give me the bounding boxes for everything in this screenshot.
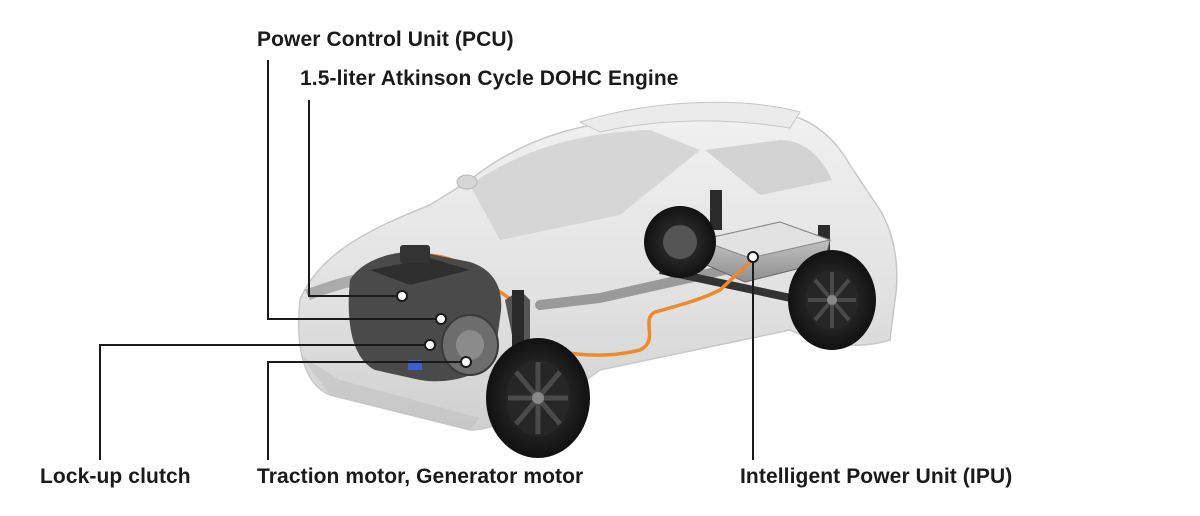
- label-engine: 1.5-liter Atkinson Cycle DOHC Engine: [300, 67, 679, 90]
- ipu-battery: [698, 221, 832, 283]
- callout-dot-motors: [460, 356, 472, 368]
- rear-wheel-right: [788, 250, 876, 350]
- leader-line-lockup: [99, 344, 430, 460]
- label-lockup-clutch: Lock-up clutch: [40, 465, 191, 488]
- leader-line-motors: [267, 361, 466, 460]
- label-pcu: Power Control Unit (PCU): [257, 28, 514, 51]
- powertrain-assembly: [348, 245, 530, 382]
- label-motors: Traction motor, Generator motor: [257, 465, 584, 488]
- callout-dot-lockup: [424, 339, 436, 351]
- leader-lines: [99, 60, 754, 460]
- leader-line-engine: [308, 100, 402, 297]
- label-ipu: Intelligent Power Unit (IPU): [740, 465, 1013, 488]
- callout-dots: [396, 251, 759, 368]
- leader-line-pcu: [267, 60, 441, 320]
- callout-dot-ipu: [747, 251, 759, 263]
- rear-wheel-left: [644, 206, 716, 278]
- front-wheel: [486, 338, 590, 458]
- callout-dot-pcu: [435, 313, 447, 325]
- callout-dot-engine: [396, 290, 408, 302]
